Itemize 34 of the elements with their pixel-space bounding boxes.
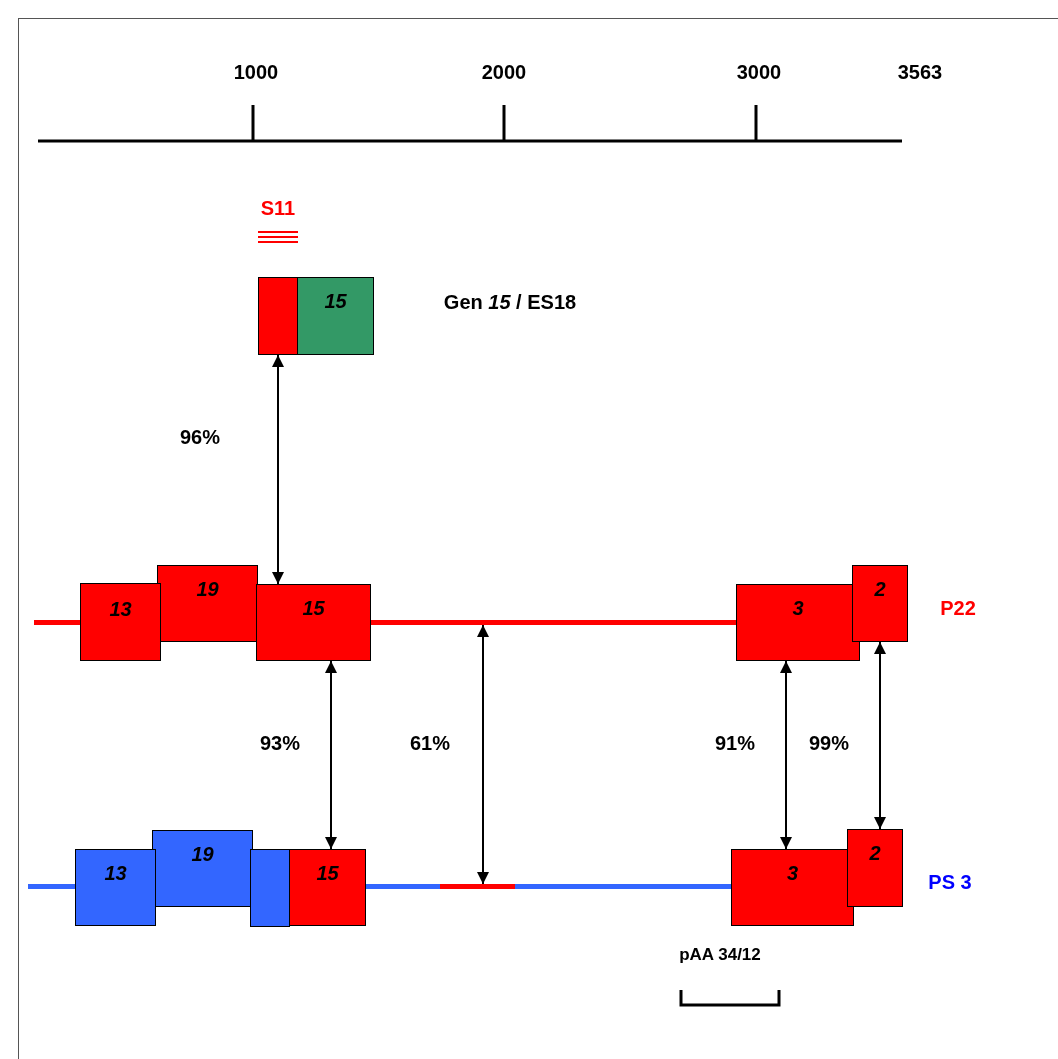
exon-box [258,277,298,355]
edge-label: 91% [715,731,755,755]
exon-box: 15 [289,849,366,926]
exon-box: 13 [80,583,161,661]
gene-label: P22 [940,596,976,620]
tick-label: 1000 [233,60,279,84]
exon-box [250,849,290,927]
exon-box: 3 [736,584,860,661]
tick-label: 3000 [736,60,782,84]
exon-box: 15 [297,277,374,355]
edge-label: 99% [809,731,849,755]
tick-label: 2000 [481,60,527,84]
double-arrow [874,641,886,830]
gene-line-segment [34,620,737,625]
edge-label: 93% [260,731,300,755]
double-arrow [325,660,337,850]
double-arrow [477,624,489,885]
exon-box: 19 [157,565,258,642]
exon-box: 2 [847,829,903,907]
double-arrow [272,354,284,585]
probe-label: S11 [260,196,296,220]
exon-box: 13 [75,849,156,926]
exon-box: 2 [852,565,908,642]
exon-box: 19 [152,830,253,907]
gene-label: Gen 15 / ES18 [443,290,577,314]
tick-label: 3563 [897,60,943,84]
clone-label: pAA 34/12 [679,945,761,965]
exon-box: 3 [731,849,854,926]
edge-label: 61% [410,731,450,755]
gene-label: PS 3 [928,870,972,894]
double-arrow [780,660,792,850]
exon-box: 15 [256,584,371,661]
edge-label: 96% [180,425,220,449]
gene-line-segment [440,884,515,889]
